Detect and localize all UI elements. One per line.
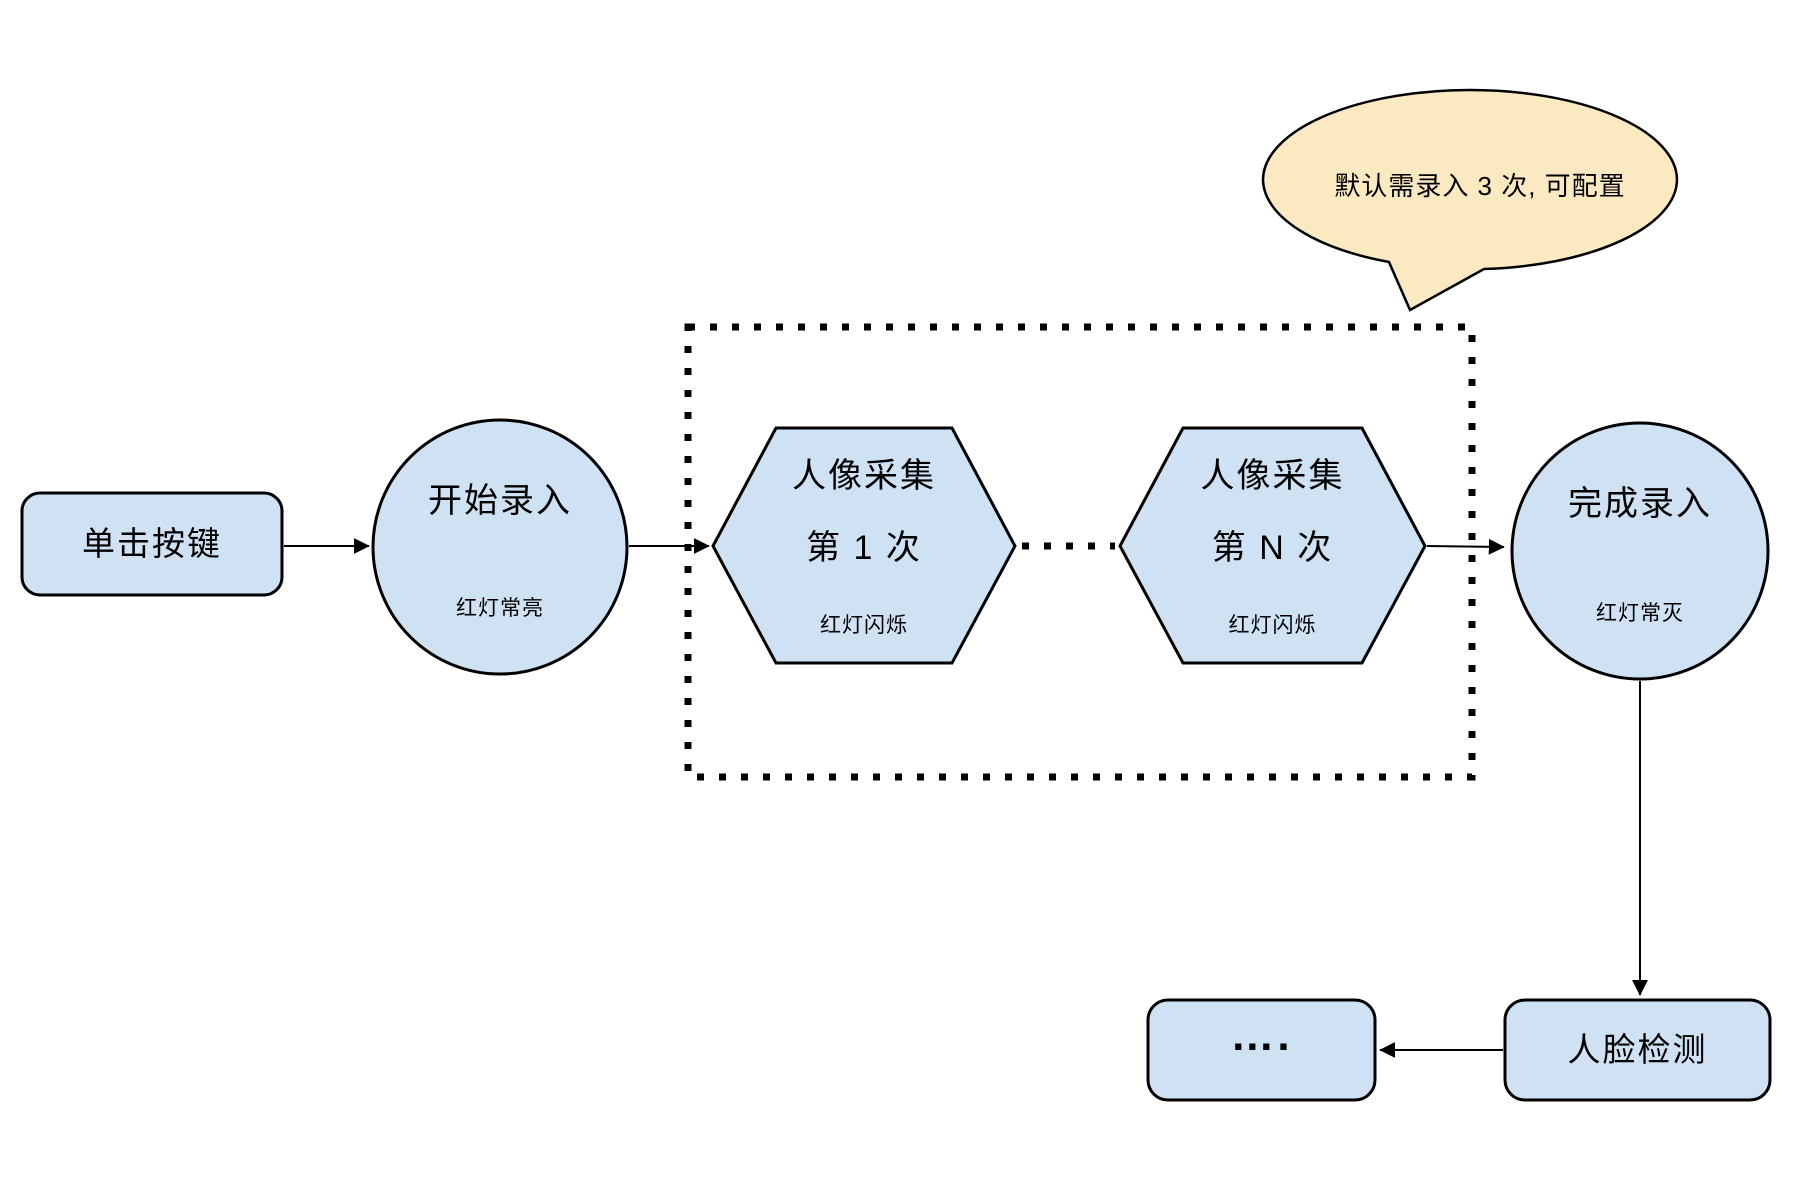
continuation-label: …. [1230,1010,1293,1060]
capture-nth-status: 红灯闪烁 [1228,614,1317,637]
capture-first-title: 人像采集 [792,457,936,495]
start-record-circle-shape [371,418,629,676]
arrow-captureN-to-finish [1426,538,1505,555]
capture-nth-subtitle: 第 N 次 [1211,529,1334,567]
capture-first-hexagon-shape [711,426,1017,665]
start-record-status: 红灯常亮 [456,597,544,620]
callout-text: 默认需录入 3 次, 可配置 [1334,170,1626,201]
finish-record-label: 完成录入 [1568,485,1712,523]
face-detection-label: 人脸检测 [1567,1031,1708,1069]
capture-first-subtitle: 第 1 次 [806,529,922,567]
start-button-label: 单击按键 [82,525,222,563]
start-button-node-shape [20,491,284,597]
start-record-label: 开始录入 [428,482,572,520]
continuation-node-shape [1146,998,1377,1102]
capture-first-status: 红灯闪烁 [820,614,908,637]
finish-record-status: 红灯常灭 [1596,602,1684,625]
capture-nth-title: 人像采集 [1200,457,1345,495]
callout-bubble-shape [1261,88,1679,312]
finish-record-circle-shape [1510,421,1770,681]
face-detection-node-shape [1503,998,1772,1102]
capture-nth-hexagon-shape [1118,426,1427,665]
